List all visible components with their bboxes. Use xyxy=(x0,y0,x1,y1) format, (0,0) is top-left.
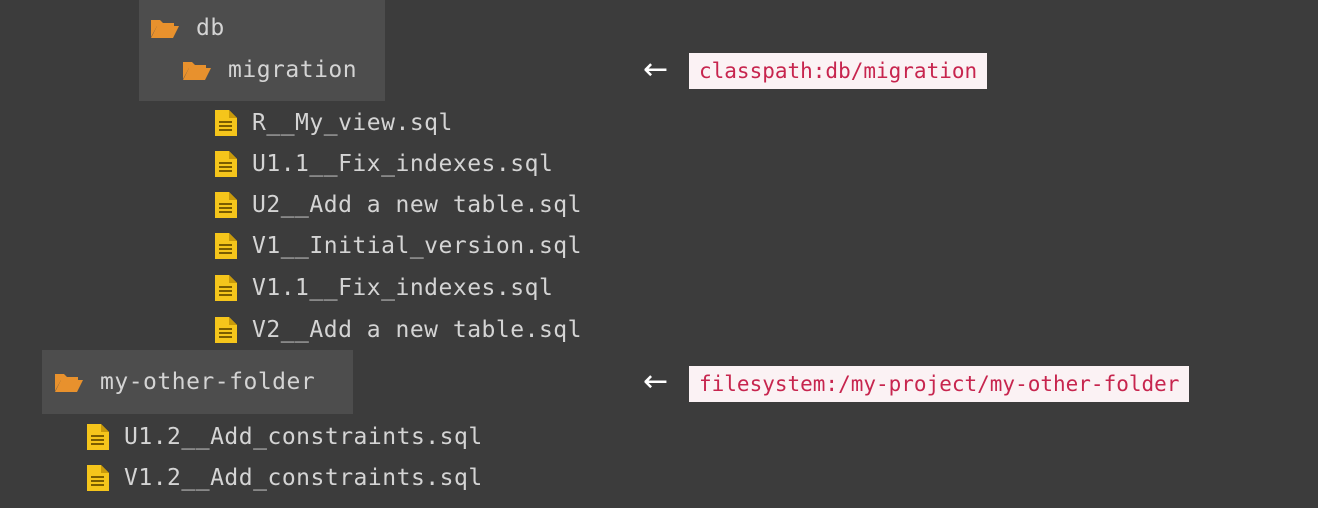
folder-label: db xyxy=(196,15,225,41)
sql-file-icon xyxy=(214,232,238,260)
tree-folder-my-other-folder[interactable]: my-other-folder xyxy=(54,362,315,402)
tree-file[interactable]: U1.1__Fix_indexes.sql xyxy=(214,144,553,184)
folder-open-icon xyxy=(54,371,84,393)
file-label: U1.1__Fix_indexes.sql xyxy=(252,151,554,177)
tree-file[interactable]: V1.2__Add_constraints.sql xyxy=(86,458,483,498)
migration-location-label: classpath:db/migration xyxy=(689,53,988,89)
other-location-label: filesystem:/my-project/my-other-folder xyxy=(689,366,1190,402)
folder-open-icon xyxy=(182,59,212,81)
tree-file[interactable]: V1__Initial_version.sql xyxy=(214,226,582,266)
sql-file-icon xyxy=(86,464,110,492)
folder-label: migration xyxy=(228,57,358,83)
left-arrow-icon: ← xyxy=(643,364,669,399)
tree-file[interactable]: U1.2__Add_constraints.sql xyxy=(86,417,483,457)
file-label: U1.2__Add_constraints.sql xyxy=(124,424,483,450)
sql-file-icon xyxy=(214,316,238,344)
file-label: V1__Initial_version.sql xyxy=(252,233,582,259)
tree-file[interactable]: V1.1__Fix_indexes.sql xyxy=(214,268,553,308)
file-label: V2__Add a new table.sql xyxy=(252,317,582,343)
file-label: V1.1__Fix_indexes.sql xyxy=(252,275,554,301)
file-label: V1.2__Add_constraints.sql xyxy=(124,465,483,491)
sql-file-icon xyxy=(214,274,238,302)
tree-file[interactable]: V2__Add a new table.sql xyxy=(214,310,582,350)
file-label: U2__Add a new table.sql xyxy=(252,192,582,218)
file-label: R__My_view.sql xyxy=(252,110,453,136)
other-folder-highlight xyxy=(42,350,353,414)
left-arrow-icon: ← xyxy=(643,52,669,87)
sql-file-icon xyxy=(214,109,238,137)
tree-file[interactable]: U2__Add a new table.sql xyxy=(214,185,582,225)
folder-label: my-other-folder xyxy=(100,369,316,395)
tree-folder-db[interactable]: db xyxy=(150,8,225,48)
sql-file-icon xyxy=(214,191,238,219)
folder-open-icon xyxy=(150,17,180,39)
tree-folder-migration[interactable]: migration xyxy=(182,50,357,90)
db-folder-highlight xyxy=(139,0,385,101)
tree-file[interactable]: R__My_view.sql xyxy=(214,103,453,143)
sql-file-icon xyxy=(86,423,110,451)
sql-file-icon xyxy=(214,150,238,178)
